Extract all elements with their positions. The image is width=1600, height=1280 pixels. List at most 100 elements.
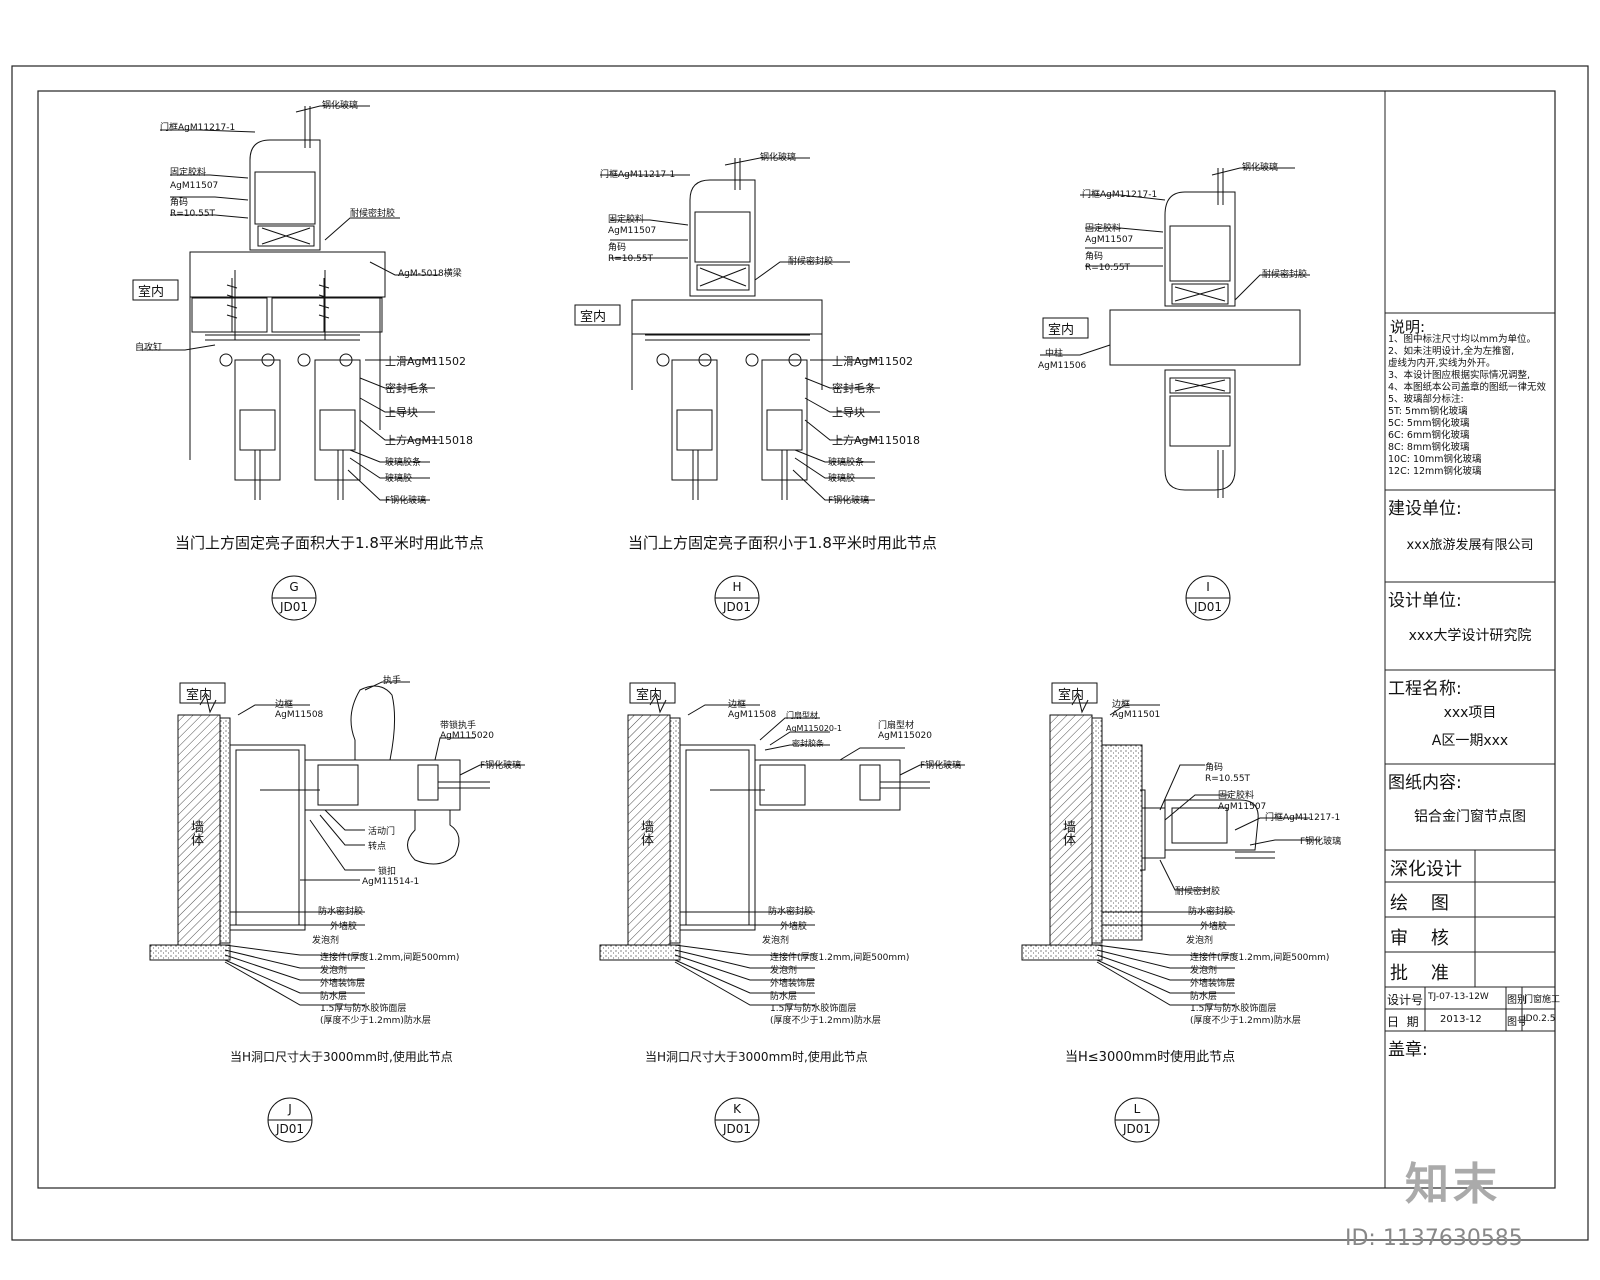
h-guide-label: 上导块 bbox=[832, 406, 865, 419]
project-line-1: xxx项目 bbox=[1443, 705, 1497, 721]
k-foam-label: 发泡剂 bbox=[762, 936, 790, 946]
node-g-drawing bbox=[132, 105, 440, 621]
g-fixed-label: 固定胶料 bbox=[170, 168, 207, 178]
i-fixed-label: 固定胶料 bbox=[1085, 224, 1122, 234]
k-water-label: 防水层 bbox=[770, 992, 798, 1002]
node-j-drawing bbox=[149, 681, 525, 1143]
j-water-label: 防水层 bbox=[320, 992, 348, 1002]
h-corner-label: 角码 bbox=[608, 243, 627, 253]
g-brush-label: 密封毛条 bbox=[385, 382, 429, 395]
l-bubble-letter: L bbox=[1133, 1102, 1141, 1116]
h-glass-label: 钢化玻璃 bbox=[760, 153, 797, 163]
sheet-no-value: JD0.2.5 bbox=[1523, 1014, 1556, 1024]
j-foam-label: 发泡剂 bbox=[312, 936, 340, 946]
h-caption: 当门上方固定亮子面积小于1.8平米时用此节点 bbox=[628, 534, 937, 552]
g-dim-label: R=10.55T bbox=[170, 209, 216, 219]
l-corner-label: 角码 bbox=[1205, 763, 1224, 773]
j-frame-label: 边框 bbox=[275, 700, 294, 710]
g-fglass-label: F钢化玻璃 bbox=[385, 496, 427, 506]
k-wall-label: 墙体 bbox=[638, 820, 653, 846]
design-no-label: 设计号 bbox=[1387, 993, 1424, 1007]
h-indoor-label: 室内 bbox=[580, 310, 607, 325]
i-ag1507-label: AgM11507 bbox=[1085, 235, 1134, 245]
g-caption: 当门上方固定亮子面积大于1.8平米时用此节点 bbox=[175, 534, 484, 552]
h-brush-label: 密封毛条 bbox=[832, 382, 876, 395]
g-indoor-label: 室内 bbox=[138, 285, 165, 300]
j-board-label: 1.5厚与防水胶饰面层 bbox=[320, 1004, 407, 1014]
j-lockc-label: 锁扣 bbox=[378, 867, 397, 877]
seal-heading: 盖章: bbox=[1388, 1040, 1428, 1060]
note-line: 3、本设计图应根据实际情况调整, bbox=[1388, 370, 1531, 381]
j-seal2-label: 发泡剂 bbox=[320, 966, 348, 976]
j-lock-label: 带锁执手 bbox=[440, 721, 477, 731]
i-corner-label: 角码 bbox=[1085, 252, 1104, 262]
l-frame-label: 边框 bbox=[1112, 700, 1131, 710]
category-value: 门窗施工 bbox=[1524, 995, 1561, 1005]
i-col-label: 中柱 bbox=[1045, 349, 1064, 359]
g-bubble-sheet: JD01 bbox=[279, 600, 309, 614]
i-bubble-letter: I bbox=[1206, 580, 1210, 594]
l-ext-label: 外墙胶 bbox=[1200, 922, 1228, 932]
k-bubble-sheet: JD01 bbox=[722, 1122, 752, 1136]
node-l-drawing bbox=[1021, 682, 1320, 1143]
l-caption: 当H≤3000mm时使用此节点 bbox=[1065, 1050, 1236, 1065]
note-line: 12C: 12mm钢化玻璃 bbox=[1388, 466, 1482, 477]
l-fglass-label: F钢化玻璃 bbox=[1300, 837, 1342, 847]
node-h-drawing bbox=[574, 157, 880, 621]
inner-border bbox=[37, 90, 1556, 1189]
g-ag-top-label: 门框AgM11217-1 bbox=[160, 123, 236, 133]
j-mov-label: 活动门 bbox=[368, 827, 396, 837]
k-exterior-label: 外墙装饰层 bbox=[770, 979, 816, 989]
role-drafting: 绘 图 bbox=[1390, 893, 1449, 914]
k-board2-label: (厚度不少于1.2mm)防水层 bbox=[770, 1016, 881, 1026]
j-fglass-label: F钢化玻璃 bbox=[480, 761, 522, 771]
g-cbeam-label: AgM-5018横梁 bbox=[398, 269, 462, 279]
j-board2-label: (厚度不少于1.2mm)防水层 bbox=[320, 1016, 431, 1026]
h-hydro-label: 玻璃胶 bbox=[828, 474, 856, 484]
j-indoor-label: 室内 bbox=[186, 688, 213, 703]
design-no-value: TJ-07-13-12W bbox=[1428, 992, 1489, 1002]
k-steel-label: 连接件(厚度1.2mm,间距500mm) bbox=[770, 953, 910, 963]
k-small2-label: AgM115020-1 bbox=[786, 724, 842, 733]
i-indoor-label: 室内 bbox=[1048, 323, 1075, 338]
g-nail-label: 自攻钉 bbox=[135, 343, 163, 353]
role-detail-design: 深化设计 bbox=[1390, 859, 1462, 880]
note-line: 5、玻璃部分标注: bbox=[1388, 394, 1464, 405]
k-fglass-label: F钢化玻璃 bbox=[920, 761, 962, 771]
k-ext-label: 外墙胶 bbox=[780, 922, 808, 932]
l-sealant-label: 防水密封胶 bbox=[1188, 907, 1234, 917]
j-ext-label: 外墙胶 bbox=[330, 922, 358, 932]
g-guide-label: 上导块 bbox=[385, 406, 418, 419]
k-board-label: 1.5厚与防水胶饰面层 bbox=[770, 1004, 857, 1014]
g-glass-label: 钢化玻璃 bbox=[322, 101, 359, 111]
j-wall-label: 墙体 bbox=[188, 820, 203, 846]
note-line: 虚线为内开,实线为外开。 bbox=[1388, 358, 1496, 369]
client-name: xxx旅游发展有限公司 bbox=[1406, 538, 1534, 553]
h-glazing-label: 玻璃胶条 bbox=[828, 458, 865, 468]
j-sealant-label: 防水密封胶 bbox=[318, 907, 364, 917]
outer-border bbox=[11, 65, 1589, 1241]
l-fixed-code: AgM11507 bbox=[1218, 802, 1267, 812]
h-dim-label: R=10.55T bbox=[608, 254, 654, 264]
j-caption: 当H洞口尺寸大于3000mm时,使用此节点 bbox=[230, 1050, 453, 1064]
l-board-label: 1.5厚与防水胶饰面层 bbox=[1190, 1004, 1277, 1014]
notes-list: 1、图中标注尺寸均以mm为单位。 2、如未注明设计,全为左推窗, 虚线为内开,实… bbox=[1388, 334, 1553, 478]
g-upper2-label: 上方AgM115018 bbox=[385, 434, 473, 447]
k-caption: 当H洞口尺寸大于3000mm时,使用此节点 bbox=[645, 1050, 868, 1064]
l-frame-code: AgM11501 bbox=[1112, 710, 1161, 720]
l-water-label: 防水层 bbox=[1190, 992, 1218, 1002]
brand-logo: 知末 bbox=[1405, 1159, 1501, 1210]
g-glazing-label: 玻璃胶条 bbox=[385, 458, 422, 468]
image-id: ID: 1137630585 bbox=[1345, 1226, 1523, 1251]
g-seal-label: 耐候密封胶 bbox=[350, 209, 396, 219]
l-exterior-label: 外墙装饰层 bbox=[1190, 979, 1236, 989]
k-sealant-label: 防水密封胶 bbox=[768, 907, 814, 917]
k-seal2-label: 发泡剂 bbox=[770, 966, 798, 976]
l-bubble-sheet: JD01 bbox=[1122, 1122, 1152, 1136]
note-line: 2、如未注明设计,全为左推窗, bbox=[1388, 346, 1515, 357]
i-dim-label: R=10.55T bbox=[1085, 263, 1131, 273]
drawing-content: 铝合金门窗节点图 bbox=[1414, 809, 1526, 825]
project-line-2: A区一期xxx bbox=[1431, 733, 1509, 749]
l-foam-label: 发泡剂 bbox=[1186, 936, 1214, 946]
j-handle-label: 执手 bbox=[383, 676, 402, 686]
